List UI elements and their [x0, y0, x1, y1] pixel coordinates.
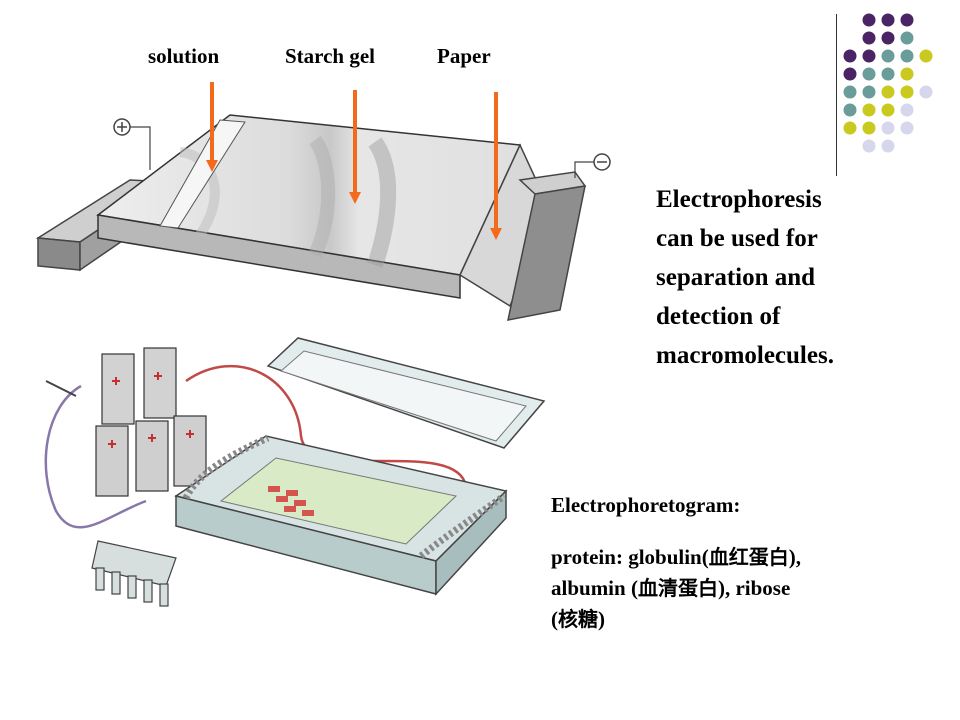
label-solution: solution	[148, 44, 220, 68]
line3-text-cjk: 核糖	[558, 607, 598, 631]
arrow-to-starch-gel	[349, 90, 361, 204]
decorative-dot	[900, 103, 914, 117]
decorative-dot	[862, 49, 876, 63]
line1-text-a: protein: globulin(	[551, 545, 709, 569]
decorative-dot	[843, 49, 857, 63]
main-text-line-4: detection of	[656, 303, 781, 330]
line1-text-cjk: 血红蛋白	[708, 545, 789, 569]
decorative-dot	[881, 103, 895, 117]
decorative-dot	[843, 103, 857, 117]
decorative-dot	[900, 13, 914, 27]
decorative-dot	[900, 67, 914, 81]
decorative-dot	[881, 13, 895, 27]
decorative-dot	[843, 85, 857, 99]
starch-gel-slab	[96, 114, 522, 299]
decorative-dot	[900, 85, 914, 99]
pointer-arrows	[206, 82, 502, 240]
main-text-line-1: Electrophoresis	[656, 186, 822, 213]
decorative-dot	[900, 31, 914, 45]
electrophoretogram-body: protein: globulin(血红蛋白), albumin (血清蛋白),…	[551, 542, 931, 635]
decorative-dot	[900, 49, 914, 63]
decorative-dot	[919, 49, 933, 63]
decorative-dot	[881, 49, 895, 63]
electrophoretogram-line-3: (核糖)	[551, 604, 931, 635]
line2-text-c: ), ribose	[717, 576, 791, 600]
decorative-dot	[881, 85, 895, 99]
decorative-dot	[862, 85, 876, 99]
line1-text-c: ),	[788, 545, 801, 569]
line3-text-a: (	[551, 607, 558, 631]
decorative-dot	[862, 139, 876, 153]
decorative-dot	[881, 67, 895, 81]
decorative-dot	[919, 85, 933, 99]
decorative-dot	[862, 67, 876, 81]
line2-text-cjk: 血清蛋白	[637, 576, 718, 600]
minus-electrode-icon	[574, 153, 611, 178]
decorative-dot	[881, 31, 895, 45]
main-text-line-2: can be used for	[656, 225, 818, 252]
connecting-wires	[44, 364, 468, 529]
gel-comb	[91, 540, 177, 607]
decorative-dot	[843, 121, 857, 135]
decorative-dot	[862, 31, 876, 45]
main-text-line-3: separation and	[656, 264, 816, 291]
electrophoretogram-line-2: albumin (血清蛋白), ribose	[551, 573, 931, 604]
main-description: Electrophoresis can be used for separati…	[656, 180, 926, 375]
decorative-dot	[881, 139, 895, 153]
electrophoretogram-line-1: protein: globulin(血红蛋白),	[551, 542, 931, 573]
plus-electrode-icon	[113, 118, 151, 170]
line3-text-c: )	[598, 607, 605, 631]
box-base	[174, 434, 508, 596]
starch-gel-tray-illustration	[35, 82, 611, 321]
arrow-to-paper	[490, 92, 502, 240]
arrow-to-solution	[206, 82, 218, 172]
box-lid	[266, 337, 546, 449]
decorative-dot-grid	[843, 13, 933, 153]
electrophoretogram-title: Electrophoretogram:	[551, 493, 741, 517]
decorative-dot	[843, 67, 857, 81]
divider-line	[836, 14, 837, 176]
decorative-dot	[862, 13, 876, 27]
label-paper: Paper	[437, 44, 491, 68]
sample-spots	[268, 486, 314, 516]
electrophoresis-apparatus-illustration	[44, 337, 546, 607]
decorative-dot	[862, 103, 876, 117]
battery-pack	[95, 347, 207, 497]
line2-text-a: albumin (	[551, 576, 638, 600]
label-starch-gel: Starch gel	[285, 44, 376, 68]
decorative-dot	[862, 121, 876, 135]
decorative-dot	[881, 121, 895, 135]
decorative-dot	[900, 121, 914, 135]
right-buffer-trough	[507, 171, 587, 321]
main-text-line-5: macromolecules.	[656, 342, 834, 369]
